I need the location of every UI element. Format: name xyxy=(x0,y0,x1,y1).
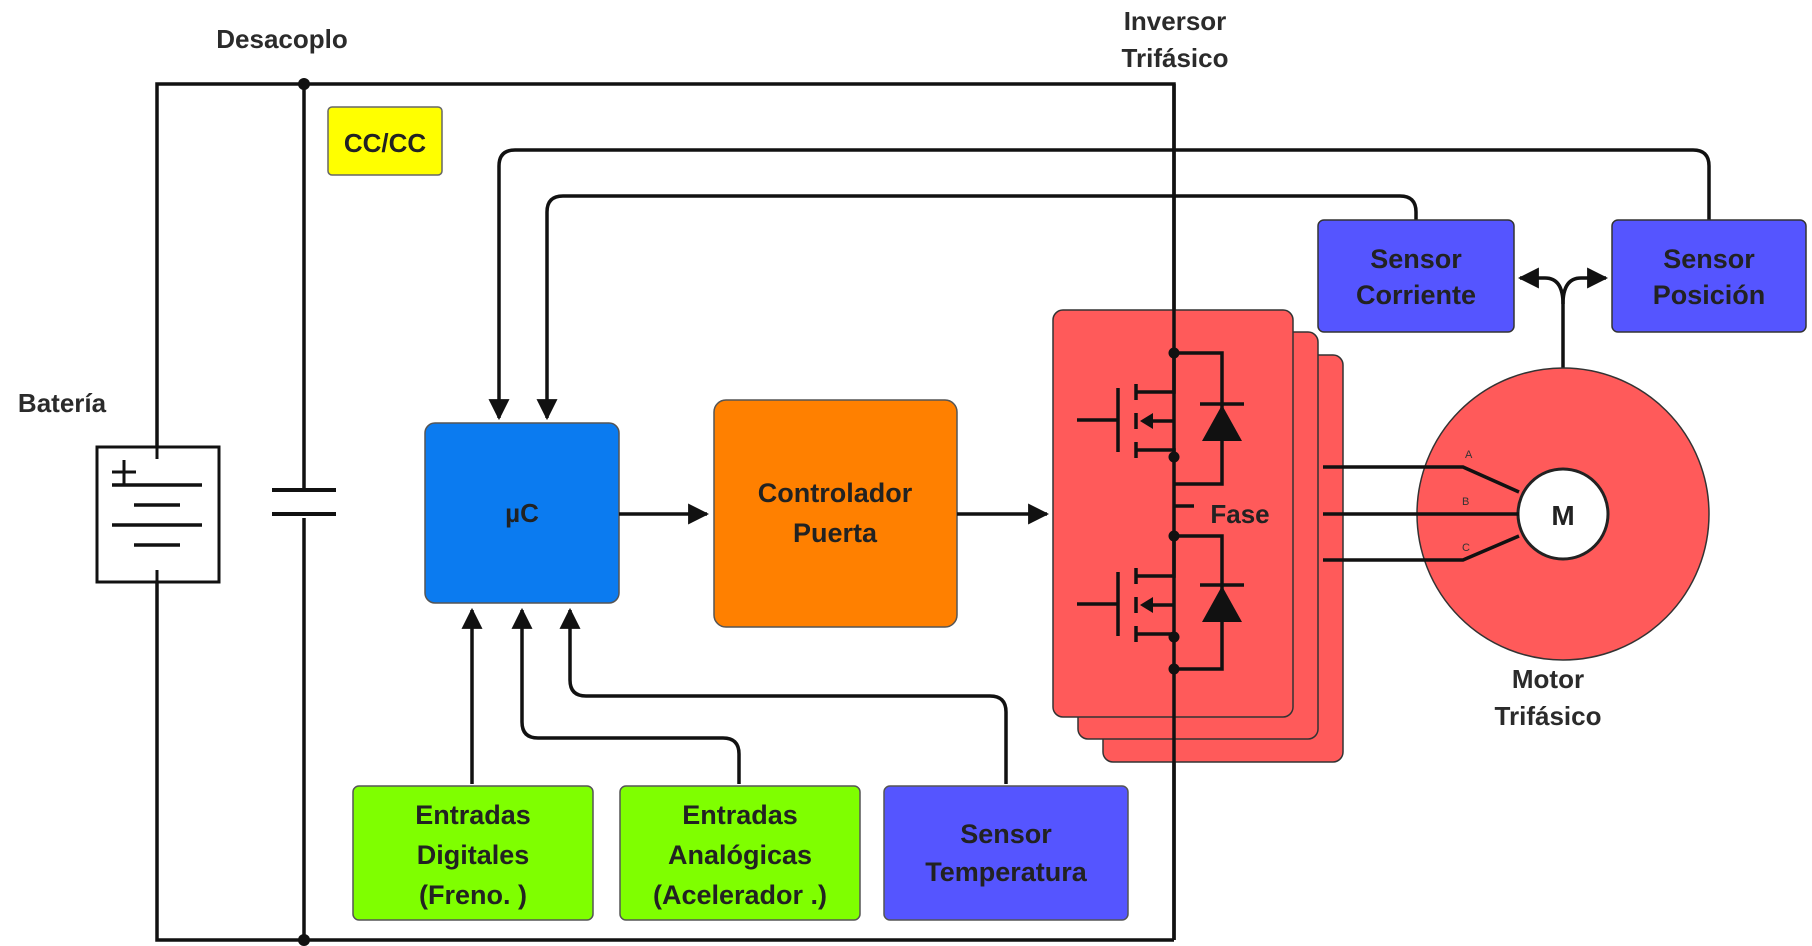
microcontroller-block: µC xyxy=(424,422,620,604)
cccc-label: CC/CC xyxy=(344,128,427,158)
analog-inputs-label-2: Analógicas xyxy=(668,840,812,870)
uc-label: µC xyxy=(505,498,539,528)
position-sensor-label-2: Posición xyxy=(1653,280,1766,310)
mosfet-bottom-icon xyxy=(1077,534,1244,675)
gate-driver-label-1: Controlador xyxy=(758,478,913,508)
phase-a-label: A xyxy=(1465,449,1473,461)
mosfet-top-icon xyxy=(1077,347,1244,486)
analog-inputs-block: Entradas Analógicas (Acelerador .) xyxy=(619,785,861,921)
temperature-sensor-label-1: Sensor xyxy=(960,819,1052,849)
temperature-sensor-block: Sensor Temperatura xyxy=(883,785,1129,921)
inversor-label-2: Trifásico xyxy=(1122,43,1229,73)
capacitor-icon xyxy=(270,488,338,518)
digital-inputs-label-3: (Freno. ) xyxy=(419,880,527,910)
phase-wires: A B C xyxy=(1323,449,1520,562)
current-sensor-label-1: Sensor xyxy=(1370,244,1462,274)
digital-inputs-label-1: Entradas xyxy=(415,800,531,830)
digital-inputs-label-2: Digitales xyxy=(417,840,530,870)
position-sensor-label-1: Sensor xyxy=(1663,244,1755,274)
digital-inputs-block: Entradas Digitales (Freno. ) xyxy=(352,785,594,921)
battery-icon xyxy=(95,445,221,584)
inversor-label-1: Inversor xyxy=(1124,6,1227,36)
temperature-sensor-label-2: Temperatura xyxy=(925,857,1088,887)
motor-label-2: Trifásico xyxy=(1495,701,1602,731)
current-sensor-block: Sensor Corriente xyxy=(1317,219,1515,333)
current-sensor-label-2: Corriente xyxy=(1356,280,1476,310)
motor-label-1: Motor xyxy=(1512,664,1584,694)
fase-label: Fase xyxy=(1210,499,1269,529)
analog-inputs-label-3: (Acelerador .) xyxy=(653,880,827,910)
analog-inputs-label-1: Entradas xyxy=(682,800,798,830)
bateria-label: Batería xyxy=(18,388,107,418)
desacoplo-label: Desacoplo xyxy=(216,24,348,54)
phase-b-label: B xyxy=(1462,496,1469,508)
motor-center-label: M xyxy=(1551,500,1574,531)
cccc-block: CC/CC xyxy=(327,106,443,176)
gate-driver-label-2: Puerta xyxy=(793,518,878,548)
gate-driver-block: Controlador Puerta xyxy=(713,399,958,628)
phase-c-label: C xyxy=(1462,542,1470,554)
position-sensor-block: Sensor Posición xyxy=(1611,219,1807,333)
sensor-fork xyxy=(1517,267,1609,380)
